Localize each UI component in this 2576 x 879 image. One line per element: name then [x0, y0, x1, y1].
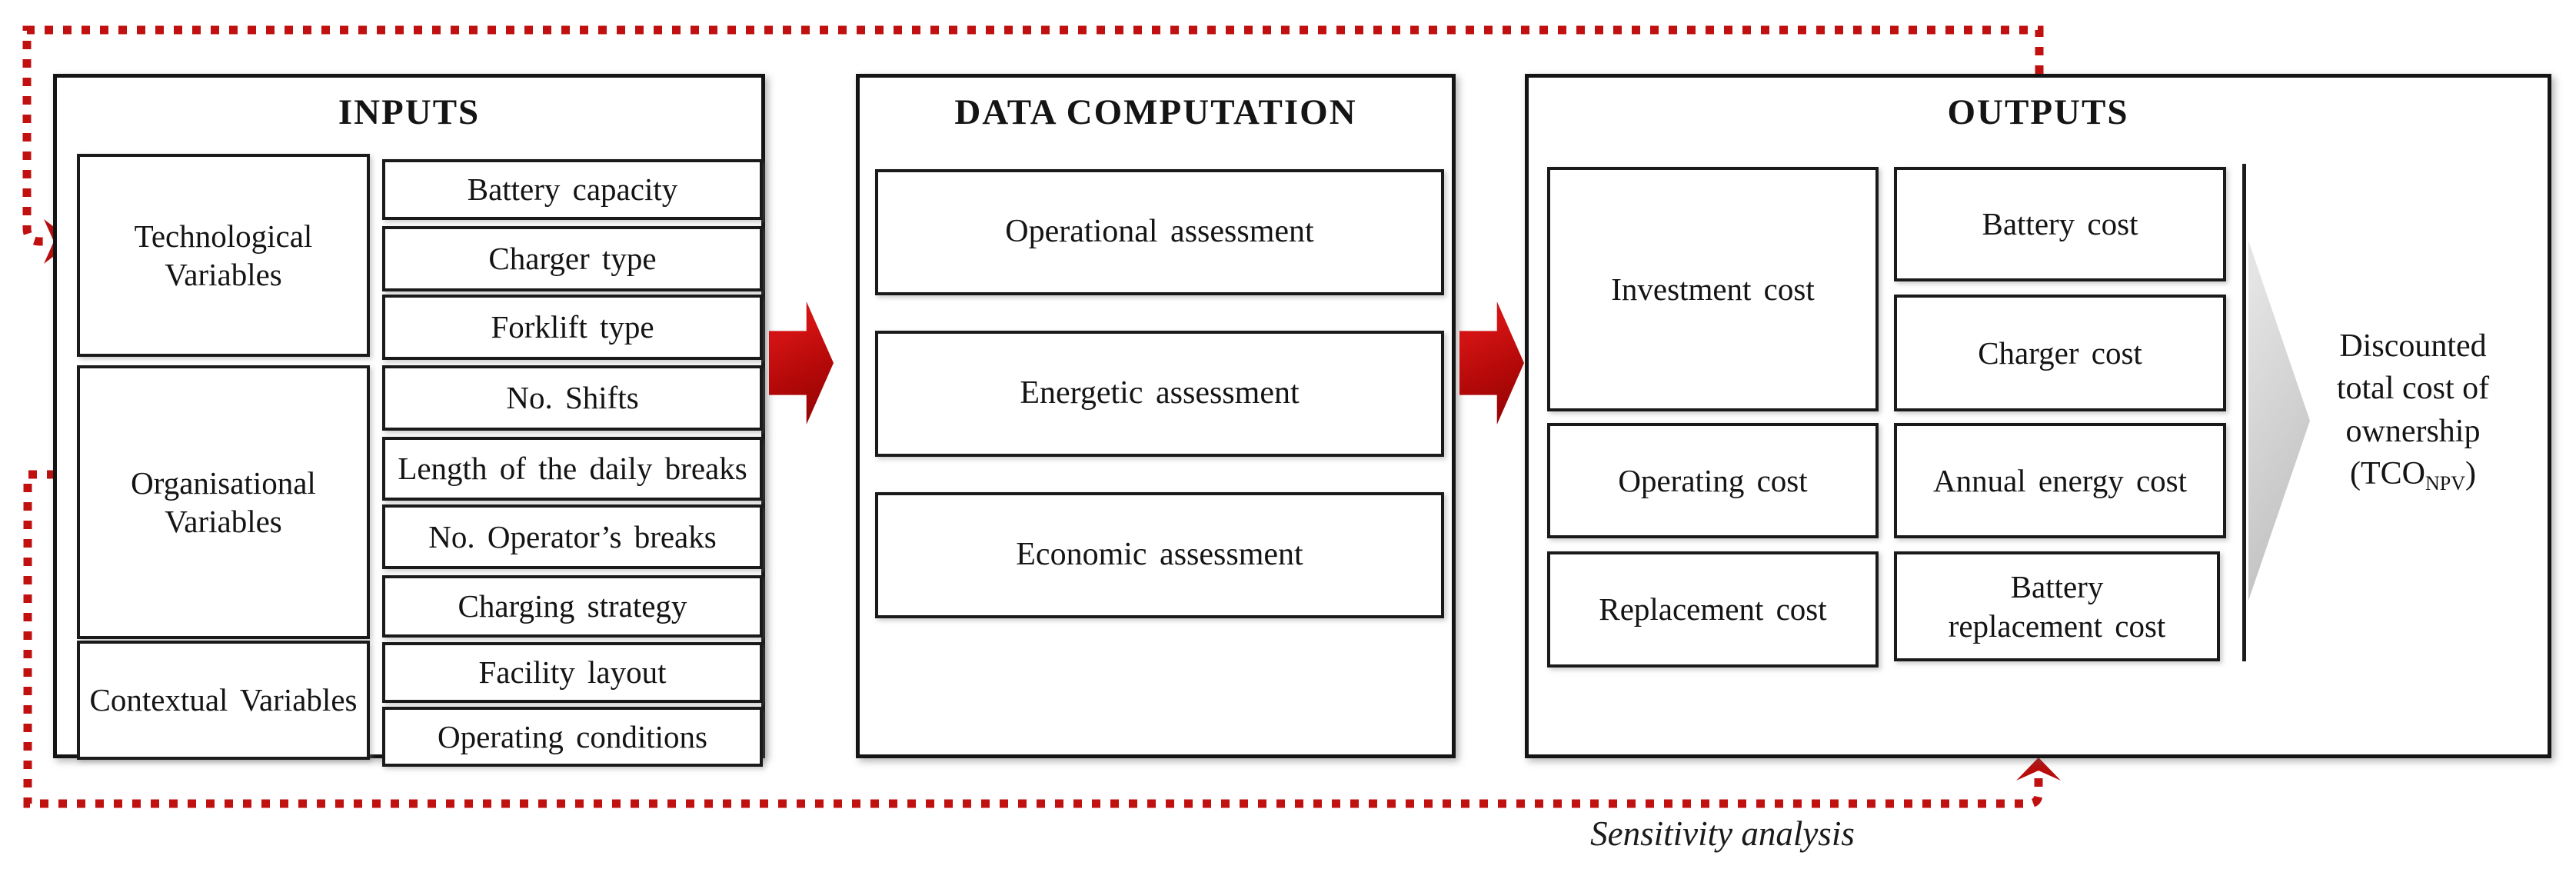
category-contextual-variables: Contextual Variables	[77, 641, 370, 760]
input-charging-strategy: Charging strategy	[382, 575, 763, 638]
output-battery-cost: Battery cost	[1894, 167, 2226, 281]
inputs-panel: INPUTS Technological Variables Organisat…	[53, 74, 765, 767]
tco-line1: Discounted	[2339, 328, 2487, 364]
outputs-title: OUTPUTS	[1947, 92, 2129, 132]
inputs-title: INPUTS	[338, 92, 481, 132]
tco-subscript: NPV	[2425, 472, 2465, 495]
input-no-shifts: No. Shifts	[382, 365, 763, 431]
computation-to-outputs-arrow-icon	[1459, 301, 1524, 425]
output-charger-cost: Charger cost	[1894, 295, 2226, 411]
inputs-to-computation-arrow-icon	[769, 301, 834, 425]
up-arrowhead-icon	[2016, 757, 2061, 781]
output-operating-cost: Operating cost	[1547, 423, 1879, 538]
output-investment-cost: Investment cost	[1547, 167, 1879, 411]
input-operating-conditions: Operating conditions	[382, 707, 763, 767]
data-computation-panel: DATA COMPUTATION Operational assessment …	[856, 74, 1456, 758]
output-replacement-cost: Replacement cost	[1547, 551, 1879, 668]
step-economic-assessment: Economic assessment	[875, 492, 1444, 618]
category-technological-variables: Technological Variables	[77, 154, 370, 357]
tco-line3: ownership	[2345, 413, 2481, 449]
discounted-tco-result: Discounted total cost of ownership (TCON…	[2298, 325, 2528, 498]
sensitivity-analysis-label: Sensitivity analysis	[1590, 814, 1855, 853]
step-energetic-assessment: Energetic assessment	[875, 331, 1444, 457]
step-operational-assessment: Operational assessment	[875, 169, 1444, 295]
tco-abbrev: (TCONPV)	[2349, 456, 2476, 495]
output-annual-energy-cost: Annual energy cost	[1894, 423, 2226, 538]
input-charger-type: Charger type	[382, 226, 763, 291]
outputs-divider-line	[2242, 164, 2246, 661]
input-battery-capacity: Battery capacity	[382, 159, 763, 220]
outputs-panel: OUTPUTS Investment cost Operating cost R…	[1525, 74, 2551, 758]
input-length-daily-breaks: Length of the daily breaks	[382, 437, 763, 501]
output-battery-replacement-cost: Battery replacement cost	[1894, 551, 2220, 661]
tco-line2: total cost of	[2336, 371, 2490, 407]
input-no-operators-breaks: No. Operator’s breaks	[382, 504, 763, 569]
input-facility-layout: Facility layout	[382, 642, 763, 703]
category-organisational-variables: Organisational Variables	[77, 365, 370, 639]
input-forklift-type: Forklift type	[382, 295, 763, 360]
data-computation-title: DATA COMPUTATION	[954, 92, 1357, 132]
